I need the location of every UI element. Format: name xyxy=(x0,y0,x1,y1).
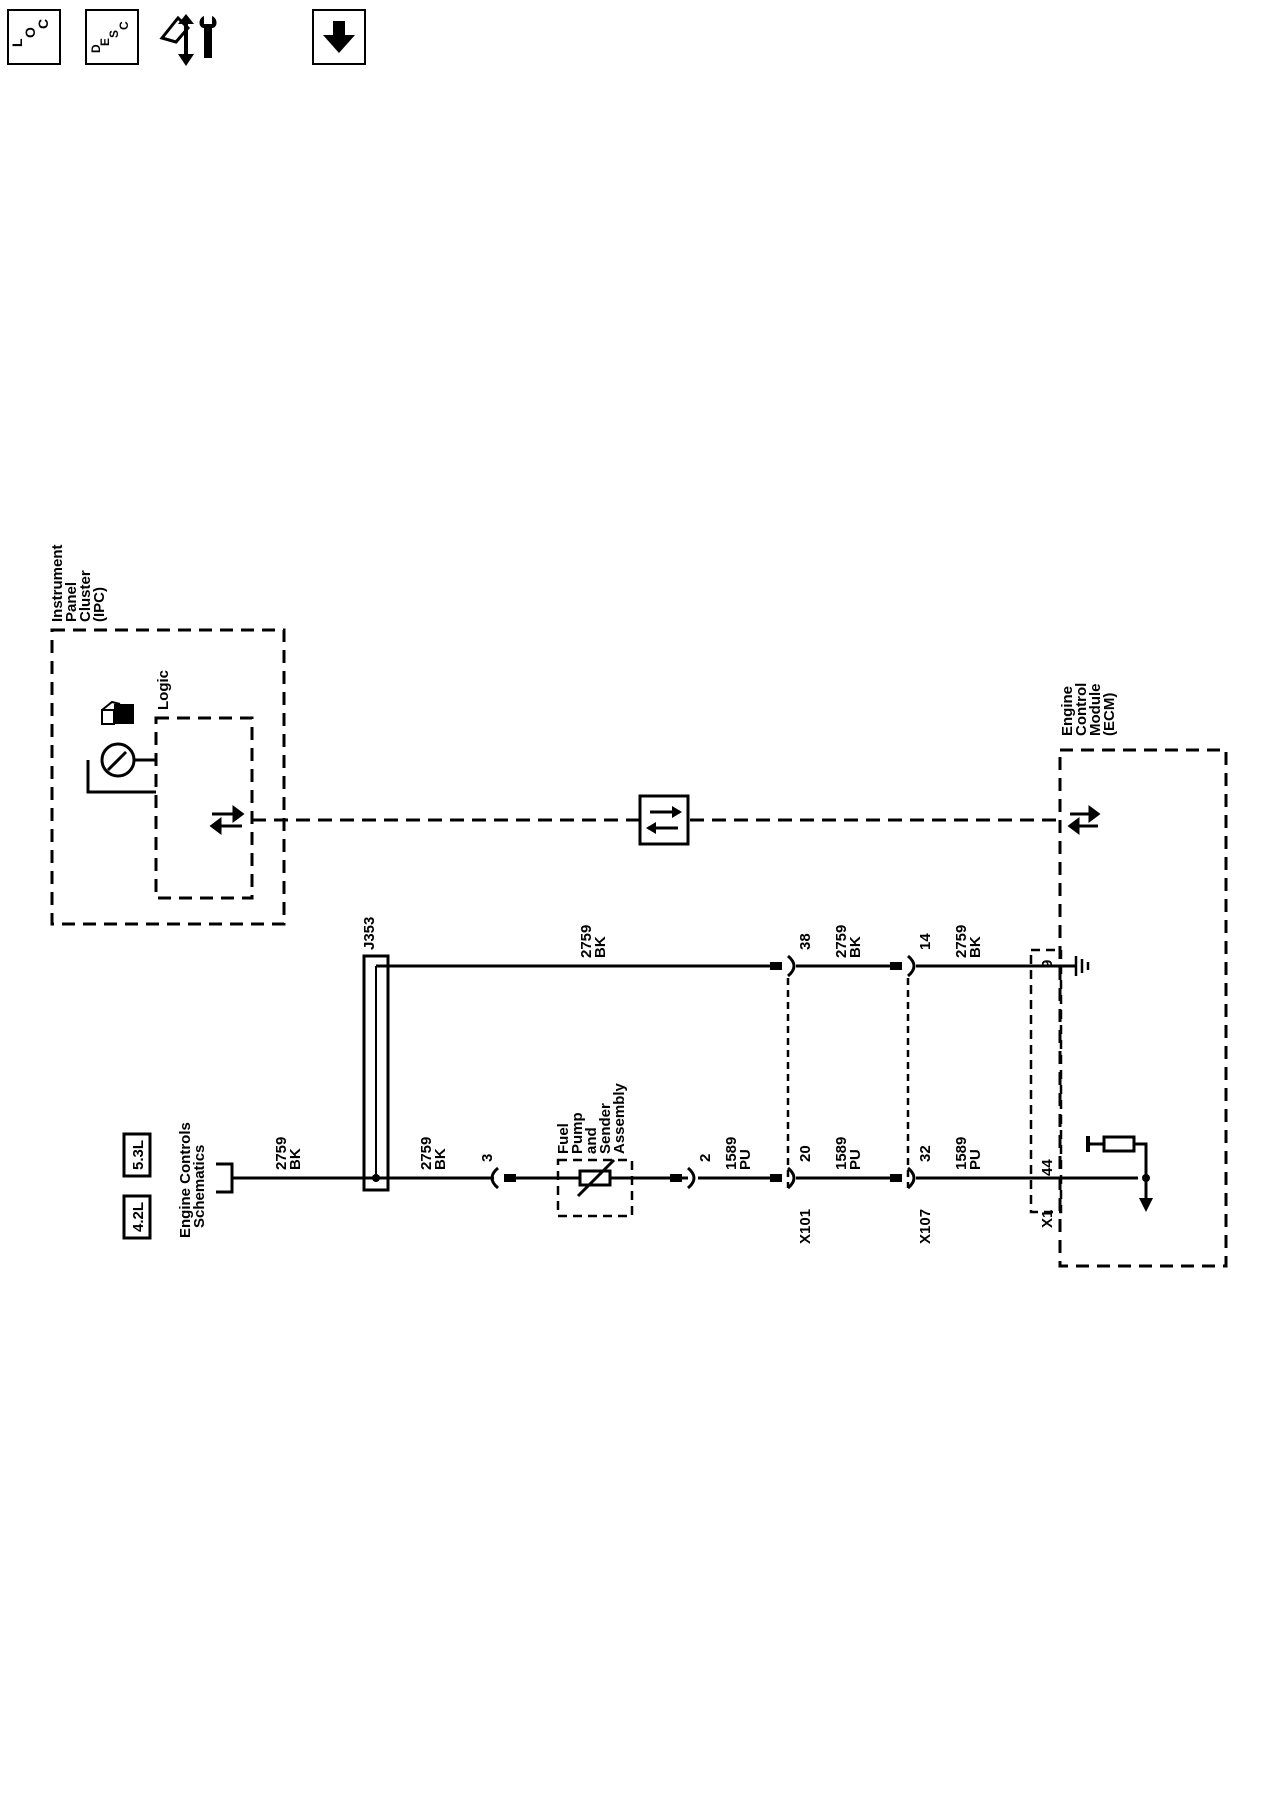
ipc-label-line1: Instrument xyxy=(49,544,66,622)
wire-splice-pump-color: BK xyxy=(432,1148,449,1170)
pin-label-3: 3 xyxy=(479,1154,496,1162)
loc-letter-c: C xyxy=(35,19,51,29)
ecm-label-line1: Engine xyxy=(1059,686,1076,736)
engine-option-5-3l-label[interactable]: 5.3L xyxy=(130,1140,147,1170)
pump-pin-2 xyxy=(686,1166,696,1190)
engine-option-5-3l xyxy=(122,1132,152,1178)
ipc-label-line4: (IPC) xyxy=(91,587,108,622)
wire-left-number: 2759 xyxy=(273,1137,290,1170)
engine-controls-bracket xyxy=(216,1162,234,1194)
desc-letter-c: C xyxy=(117,21,131,30)
desc-icon: D E S C xyxy=(89,21,131,53)
serial-data-symbol xyxy=(638,794,690,846)
ipc-serial-arrows xyxy=(209,805,245,835)
pin-label-2: 2 xyxy=(697,1154,714,1162)
loc-letter-o: O xyxy=(22,27,38,38)
engine-controls-label-line1: Engine Controls xyxy=(177,1122,194,1238)
x107-pin-32 xyxy=(906,1166,916,1190)
diagnostic-tool-icon[interactable] xyxy=(156,10,228,70)
fuel-pump-label-line5: Assembly xyxy=(611,1082,628,1154)
fuel-gauge-icon xyxy=(86,742,156,794)
ecm-label-line3: Module xyxy=(1087,684,1104,737)
wire-x107-ecm-signal-number: 1589 xyxy=(953,1137,970,1170)
fuel-pump-label-line2: Pump xyxy=(569,1112,586,1154)
ecm-label-line2: Control xyxy=(1073,683,1090,736)
ecm-serial-arrows xyxy=(1067,805,1101,835)
loc-button[interactable]: L O C xyxy=(7,9,61,65)
pin-label-38: 38 xyxy=(797,933,814,950)
x101-pin-38 xyxy=(786,954,796,978)
fuel-pump-label-line3: and xyxy=(583,1127,600,1154)
desc-letter-s: S xyxy=(107,30,121,38)
wire-pump-x101-number: 1589 xyxy=(723,1137,740,1170)
fuel-pump-box xyxy=(556,1158,634,1218)
logic-label: Logic xyxy=(155,670,172,710)
pin-label-9: 9 xyxy=(1039,960,1056,968)
x101-pin-20 xyxy=(786,1166,796,1190)
connector-x101-label: X101 xyxy=(797,1209,814,1244)
connector-x107-label: X107 xyxy=(917,1209,934,1244)
pin-label-44: 44 xyxy=(1039,1159,1056,1176)
pin-label-32: 32 xyxy=(917,1145,934,1162)
ipc-label-line2: Panel xyxy=(63,582,80,622)
ecm-module-box xyxy=(1058,748,1228,1268)
pump-pin-3 xyxy=(490,1166,500,1190)
wire-x107-ecm-ground-number: 2759 xyxy=(953,925,970,958)
ipc-label-line3: Cluster xyxy=(77,570,94,622)
loc-icon: L O C xyxy=(9,19,51,47)
ecm-sensor-circuit xyxy=(1086,1135,1153,1212)
wire-x107-ecm-signal-color: PU xyxy=(967,1149,984,1170)
wire-x107-ecm-ground-color: BK xyxy=(967,936,984,958)
wire-x101-x107-ground-color: BK xyxy=(847,936,864,958)
logic-box xyxy=(154,716,254,900)
fuel-pump-label-line1: Fuel xyxy=(555,1123,572,1154)
down-arrow-icon xyxy=(323,21,355,53)
engine-option-4-2l-label[interactable]: 4.2L xyxy=(130,1202,147,1232)
desc-letter-d: D xyxy=(89,44,103,53)
connector-pins xyxy=(504,962,902,1182)
toolbar: L O C D E S C xyxy=(0,0,400,75)
loc-letter-l: L xyxy=(9,38,25,47)
desc-button[interactable]: D E S C xyxy=(85,9,139,65)
ipc-module-box xyxy=(50,628,286,926)
wire-pump-x101-color: PU xyxy=(737,1149,754,1170)
wire-x101-x107-ground-number: 2759 xyxy=(833,925,850,958)
wire-x101-x107-signal-color: PU xyxy=(847,1149,864,1170)
wire-top-ground-color: BK xyxy=(592,936,609,958)
wire-x101-x107-signal-number: 1589 xyxy=(833,1137,850,1170)
wire-left-color: BK xyxy=(287,1148,304,1170)
wire-splice-pump-number: 2759 xyxy=(418,1137,435,1170)
x107-pin-14 xyxy=(906,954,916,978)
engine-controls-label-line2: Schematics xyxy=(191,1145,208,1228)
fuel-pump-symbol-icon xyxy=(101,700,134,725)
fuel-sender-resistor xyxy=(576,1158,616,1198)
x1-connector-box xyxy=(1029,948,1063,1214)
ecm-ground-icon xyxy=(1074,956,1090,976)
engine-option-4-2l xyxy=(122,1194,152,1240)
splice-j353-label: J353 xyxy=(361,917,378,950)
desc-letter-e: E xyxy=(98,38,112,46)
fuel-pump-label-line4: Sender xyxy=(597,1103,614,1154)
pin-label-20: 20 xyxy=(797,1145,814,1162)
ecm-label-line4: (ECM) xyxy=(1101,693,1118,736)
pin-label-14: 14 xyxy=(917,933,934,950)
down-arrow-button[interactable] xyxy=(312,9,366,65)
wire-top-ground-number: 2759 xyxy=(578,925,595,958)
connector-x1-label: X1 xyxy=(1039,1210,1056,1228)
